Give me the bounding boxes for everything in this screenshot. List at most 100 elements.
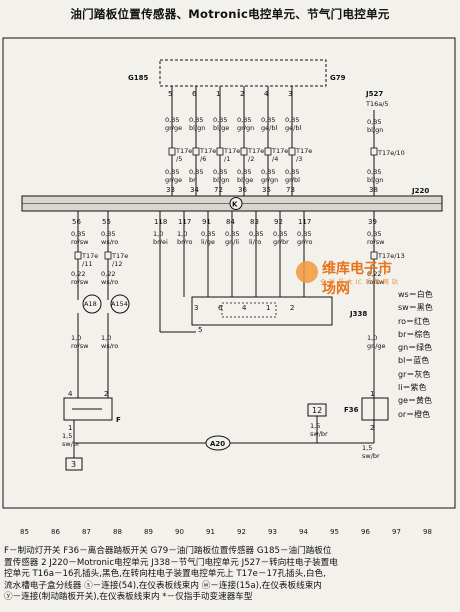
ruler-tick-label: 88 (113, 528, 122, 536)
bottom-wire-color: ro/sw (71, 238, 89, 246)
fuse-wire-size: 1,5 (62, 432, 72, 440)
top-connector (288, 147, 296, 156)
label-box12: 12 (312, 406, 322, 415)
footer-line: F－制动灯开关 F36－离合器踏板开关 G79－油门踏板位置传感器 G185－油… (4, 546, 332, 556)
bottom-pin: 91 (202, 218, 211, 226)
lower-wire-color: bl/gn (213, 176, 229, 184)
legend-entry: bl＝蓝色 (398, 356, 430, 366)
low-wire-color: ro/sw (71, 342, 89, 350)
top-pin: 5 (168, 90, 172, 98)
top-connector-pin: /6 (200, 155, 206, 163)
top-wire-size: 0,35 (261, 116, 275, 124)
footer-line: 置传感器 2 J220－Motronic电控单元 J338－节气门电控单元 J5… (4, 557, 338, 568)
mid-connector-pin: /12 (112, 260, 122, 268)
label-f36: F36 (344, 406, 359, 414)
j527-wire-size: 0,35 (367, 118, 381, 126)
mid-wire-color: ro/sw (71, 278, 89, 286)
label-a18: A18 (84, 300, 97, 308)
lower-wire-color: gr/ge (165, 176, 182, 184)
bottom-wire-color: br/ro (177, 238, 193, 246)
ruler-tick-label: 91 (206, 528, 215, 536)
bus-pin: 35 (262, 186, 271, 194)
lower-wire-size: 0,35 (165, 168, 179, 176)
top-wire-color: gr/ge (165, 124, 182, 132)
top-wire-color: gr/gn (237, 124, 254, 132)
top-connector-pin: /5 (176, 155, 182, 163)
top-pin: 2 (240, 90, 244, 98)
ruler-tick-label: 95 (330, 528, 339, 536)
lower-wire-color: br (189, 176, 196, 184)
top-wire-size: 0,35 (189, 116, 203, 124)
top-wire-color: bl/gn (189, 124, 205, 132)
j527-wire-color: bl/gn (367, 126, 383, 134)
legend-entry: gr＝灰色 (398, 369, 431, 379)
top-connector-label: T17e (247, 147, 264, 155)
top-wire-size: 0,35 (237, 116, 251, 124)
legend-entry: ge＝黄色 (398, 396, 432, 406)
ruler-tick-label: 96 (361, 528, 370, 536)
bottom-wire-size: 0,35 (249, 230, 263, 238)
watermark-logo-icon (296, 261, 318, 283)
mid-connector-label: T17e/13 (377, 252, 405, 260)
ruler-tick-label: 93 (268, 528, 277, 536)
lower-wire-color: gr/bl (285, 176, 300, 184)
bus-pin: 73 (286, 186, 295, 194)
bottom-wire-color: ws/ro (101, 238, 118, 246)
bottom-wire-size: 0,35 (201, 230, 215, 238)
bus-j220: K J220 (21, 187, 443, 212)
diagram-title: 油门踏板位置传感器、Motronic电控单元、节气门电控单元 (70, 7, 390, 21)
lower-wire-size: 0,35 (189, 168, 203, 176)
top-connector (192, 147, 200, 156)
top-connector (240, 147, 248, 156)
bus-pin: 33 (166, 186, 175, 194)
legend-entry: br＝棕色 (398, 329, 431, 339)
top-connector-label: T17e (199, 147, 216, 155)
top-connector-label: T17e (175, 147, 192, 155)
ruler-tick-label: 87 (82, 528, 91, 536)
legend-entry: ws＝白色 (398, 290, 433, 299)
mid-connector-label: T17e (111, 252, 128, 260)
lower-wire-size: 0,35 (213, 168, 227, 176)
top-connector-pin: /2 (248, 155, 254, 163)
label-j527-connector: T16a/5 (365, 100, 389, 108)
bottom-wire-size: 0,35 (71, 230, 85, 238)
top-connector (216, 147, 224, 156)
mid-connector-label: T17e (81, 252, 98, 260)
j527-connector-label: T17e/10 (377, 149, 405, 157)
bus-pin: 72 (214, 186, 223, 194)
label-j527: J527 (365, 90, 383, 98)
label-a20: A20 (210, 440, 225, 448)
bottom-wire-color: ro/sw (367, 238, 385, 246)
j338-pin: 4 (242, 304, 247, 312)
mid-wire-color: ws/ro (101, 278, 118, 286)
mid-connector (104, 251, 112, 260)
low-wire-size: 1,0 (71, 334, 81, 342)
bottom-pin: 39 (368, 218, 377, 226)
label-box3: 3 (71, 460, 76, 469)
label-j338: J338 (349, 310, 367, 318)
ruler-tick-label: 97 (392, 528, 401, 536)
bottom-wire-color: gr/br (273, 238, 289, 246)
label-a154: A154 (111, 300, 128, 308)
lower-wire-size: 0,35 (285, 168, 299, 176)
f-pin: 2 (104, 390, 108, 398)
ruler-tick-label: 94 (299, 528, 308, 536)
top-wire-size: 0,35 (213, 116, 227, 124)
legend-entry: sw＝黑色 (398, 303, 433, 313)
mid-wire-size: 0,22 (71, 270, 85, 278)
j527-connector (370, 147, 378, 156)
lower-wire-color: gr/gn (261, 176, 278, 184)
bottom-wire-color: gr/ro (297, 238, 313, 246)
legend-entry: ro＝红色 (398, 316, 431, 326)
f36-pin: 2 (370, 424, 374, 432)
low-wire-size: 1,0 (101, 334, 111, 342)
ruler-tick-label: 86 (51, 528, 60, 536)
bus-pin: 34 (190, 186, 199, 194)
bottom-wire-size: 1,0 (177, 230, 187, 238)
ruler-tick-label: 92 (237, 528, 246, 536)
j338-pin: 6 (218, 304, 223, 312)
j338-pin: 5 (198, 326, 202, 334)
f-pin: 4 (68, 390, 73, 398)
mid-wire-color: ro/sw (367, 278, 385, 286)
